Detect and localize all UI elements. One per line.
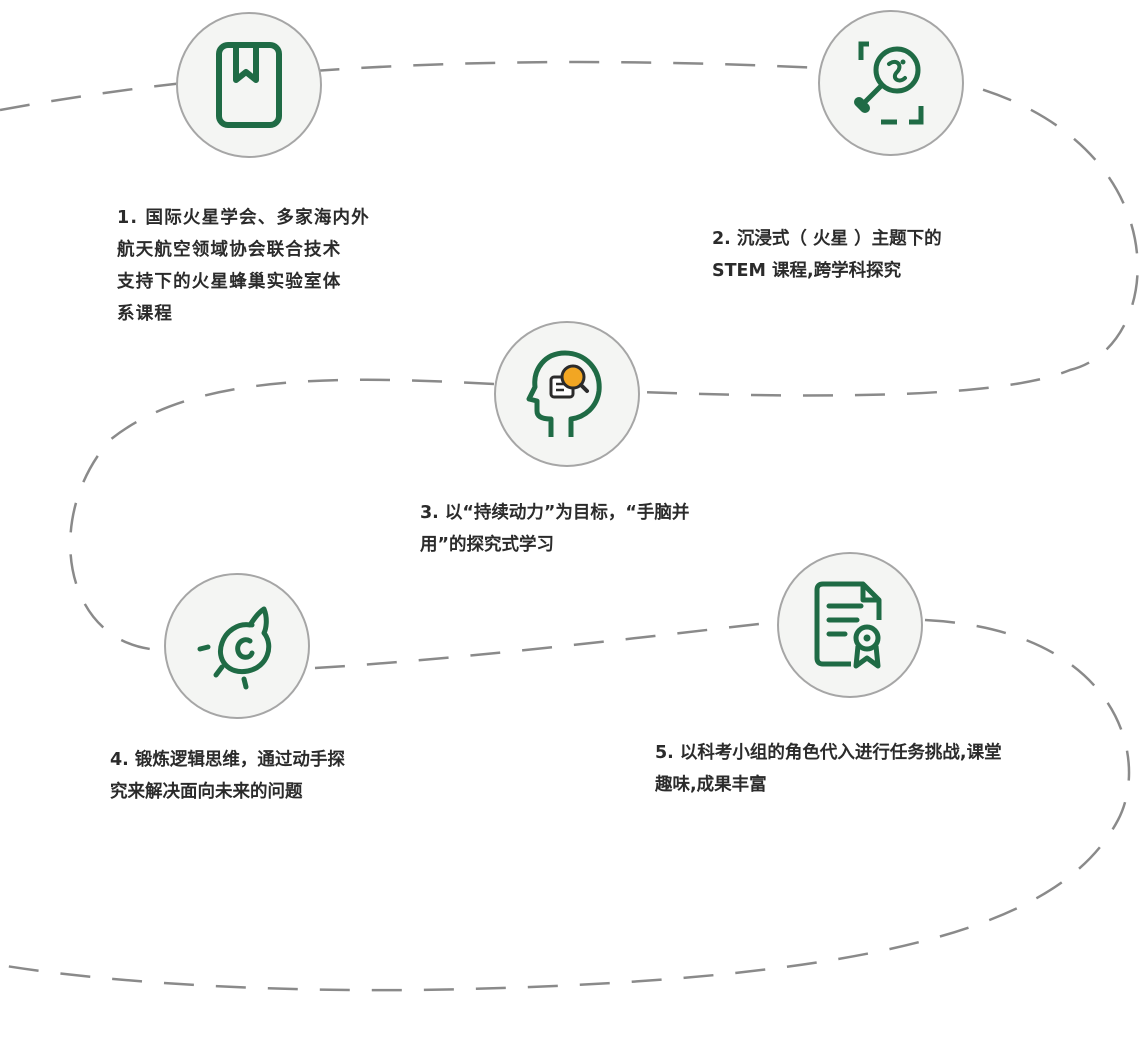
step-4-circle	[164, 573, 310, 719]
bookmark-book-icon	[216, 42, 282, 128]
step-2-circle	[818, 10, 964, 156]
head-thinking-icon	[526, 350, 602, 437]
step-5-circle	[777, 552, 923, 698]
step-3-circle	[494, 321, 640, 467]
step-4-text: 4. 锻炼逻辑思维，通过动手探 究来解决面向未来的问题	[110, 750, 345, 802]
step-1-text: 1. 国际火星学会、多家海内外 航天航空领域协会联合技术 支持下的火星蜂巢实验室…	[117, 208, 370, 324]
certificate-document-icon	[814, 581, 882, 669]
magnifier-search-icon	[854, 41, 924, 125]
step-2-text: 2. 沉浸式（ 火星 ）主题下的 STEM 课程,跨学科探究	[712, 229, 942, 281]
step-1-circle	[176, 12, 322, 158]
lightbulb-idea-icon	[197, 606, 272, 690]
step-3-text: 3. 以“持续动力”为目标，“手脑并 用”的探究式学习	[420, 503, 690, 555]
step-5-text: 5. 以科考小组的角色代入进行任务挑战,课堂 趣味,成果丰富	[655, 743, 1002, 795]
